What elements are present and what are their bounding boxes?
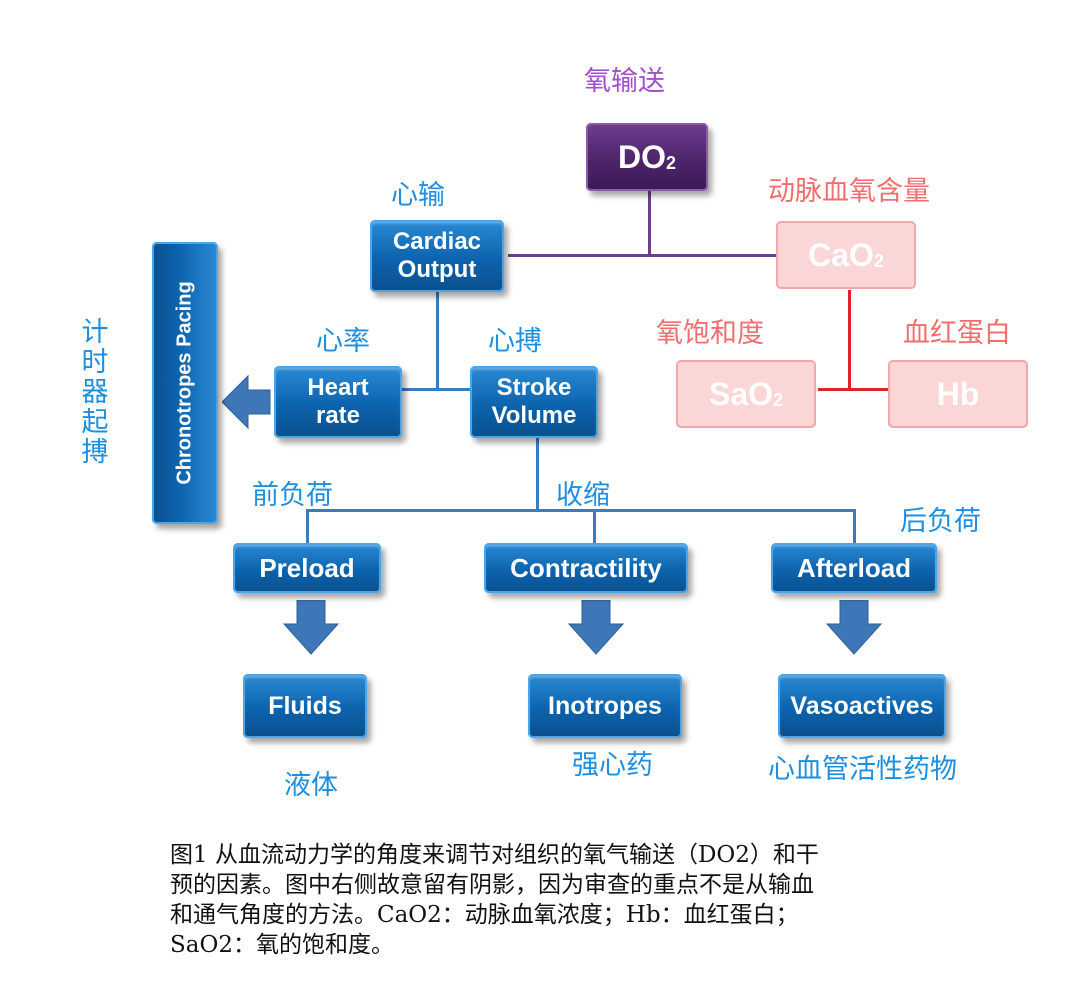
- caption-line: 和通气角度的方法。CaO2：动脉血氧浓度；Hb：血红蛋白；: [170, 902, 799, 928]
- chronotropes-cn-label: 计 时 器 起 搏: [78, 318, 112, 468]
- chronotropes-cn-char: 起: [81, 407, 109, 438]
- do2-box-main: DO: [617, 138, 666, 175]
- hb-cn-label: 血红蛋白: [903, 318, 1011, 349]
- chronotropes-cn-char: 搏: [81, 437, 109, 468]
- cao2-vertical-connector-line: [848, 290, 851, 390]
- cao2-box-sub: 2: [873, 250, 884, 271]
- heart-rate-cn-label: 心率: [316, 326, 370, 357]
- stroke-volume-line2: Volume: [491, 402, 577, 429]
- hr-sv-connector-line: [400, 388, 470, 391]
- heart-rate-box: Heart rate: [274, 366, 402, 438]
- hb-box: Hb: [888, 360, 1028, 428]
- stroke-volume-line1: Stroke: [496, 374, 572, 401]
- caption-line: 图1 从血流动力学的角度来调节对组织的氧气输送（DO2）和干: [170, 842, 819, 868]
- down-arrow-icon: [568, 600, 624, 655]
- branch-preload-line: [306, 509, 309, 545]
- inotropes-cn-label: 强心药: [572, 750, 653, 781]
- do2-connector-line: [648, 190, 651, 256]
- cardiac-output-box: Cardiac Output: [370, 220, 504, 292]
- down-arrow-icon: [283, 600, 339, 655]
- cao2-box-main: CaO: [808, 236, 874, 273]
- branch-horizontal-line: [306, 509, 856, 512]
- caption-line: 预的因素。图中右侧故意留有阴影，因为审查的重点不是从输血: [170, 872, 814, 898]
- cardiac-output-cn-label: 心输: [391, 180, 445, 211]
- chronotropes-pacing-box: Chronotropes Pacing: [152, 242, 218, 524]
- fluids-box: Fluids: [243, 674, 367, 738]
- branch-afterload-line: [853, 509, 856, 545]
- contractility-box: Contractility: [484, 543, 688, 593]
- chronotropes-cn-char: 时: [81, 347, 109, 378]
- do2-box-sub: 2: [665, 152, 676, 173]
- sao2-hb-connector-line: [818, 388, 890, 391]
- cardiac-output-line2: Output: [397, 256, 477, 283]
- contractility-cn-label: 收缩: [556, 480, 610, 511]
- vasoactives-box: Vasoactives: [778, 674, 946, 738]
- caption-line: SaO2：氧的饱和度。: [170, 932, 394, 958]
- sao2-cn-label: 氧饱和度: [656, 318, 764, 349]
- inotropes-box: Inotropes: [528, 674, 682, 738]
- do2-cn-label: 氧输送: [584, 66, 665, 97]
- cardiac-output-line1: Cardiac: [392, 228, 482, 255]
- cao2-cn-label: 动脉血氧含量: [768, 176, 930, 207]
- cardiac-cao2-connector-line: [508, 254, 778, 257]
- stroke-volume-cn-label: 心搏: [488, 326, 542, 357]
- branch-contractility-line: [593, 509, 596, 545]
- chronotropes-cn-char: 计: [81, 317, 109, 348]
- sv-down-connector-line: [536, 438, 539, 510]
- chronotropes-pacing-label: Chronotropes Pacing: [173, 281, 196, 485]
- stroke-volume-box: Stroke Volume: [470, 366, 598, 438]
- heart-rate-line1: Heart: [307, 374, 369, 401]
- afterload-box: Afterload: [771, 543, 937, 593]
- fluids-cn-label: 液体: [284, 770, 338, 801]
- heart-rate-line2: rate: [315, 402, 361, 429]
- chronotropes-cn-char: 器: [81, 377, 109, 408]
- figure-caption: 图1 从血流动力学的角度来调节对组织的氧气输送（DO2）和干 预的因素。图中右侧…: [170, 840, 1050, 960]
- vasoactives-cn-label: 心血管活性药物: [768, 754, 957, 785]
- afterload-cn-label: 后负荷: [900, 506, 981, 537]
- sao2-box-main: SaO: [708, 375, 773, 412]
- preload-box: Preload: [233, 543, 381, 593]
- sao2-box-sub: 2: [773, 389, 784, 410]
- cardiac-vertical-connector-line: [436, 290, 439, 390]
- left-arrow-icon: [222, 374, 271, 430]
- down-arrow-icon: [826, 600, 882, 655]
- preload-cn-label: 前负荷: [252, 480, 333, 511]
